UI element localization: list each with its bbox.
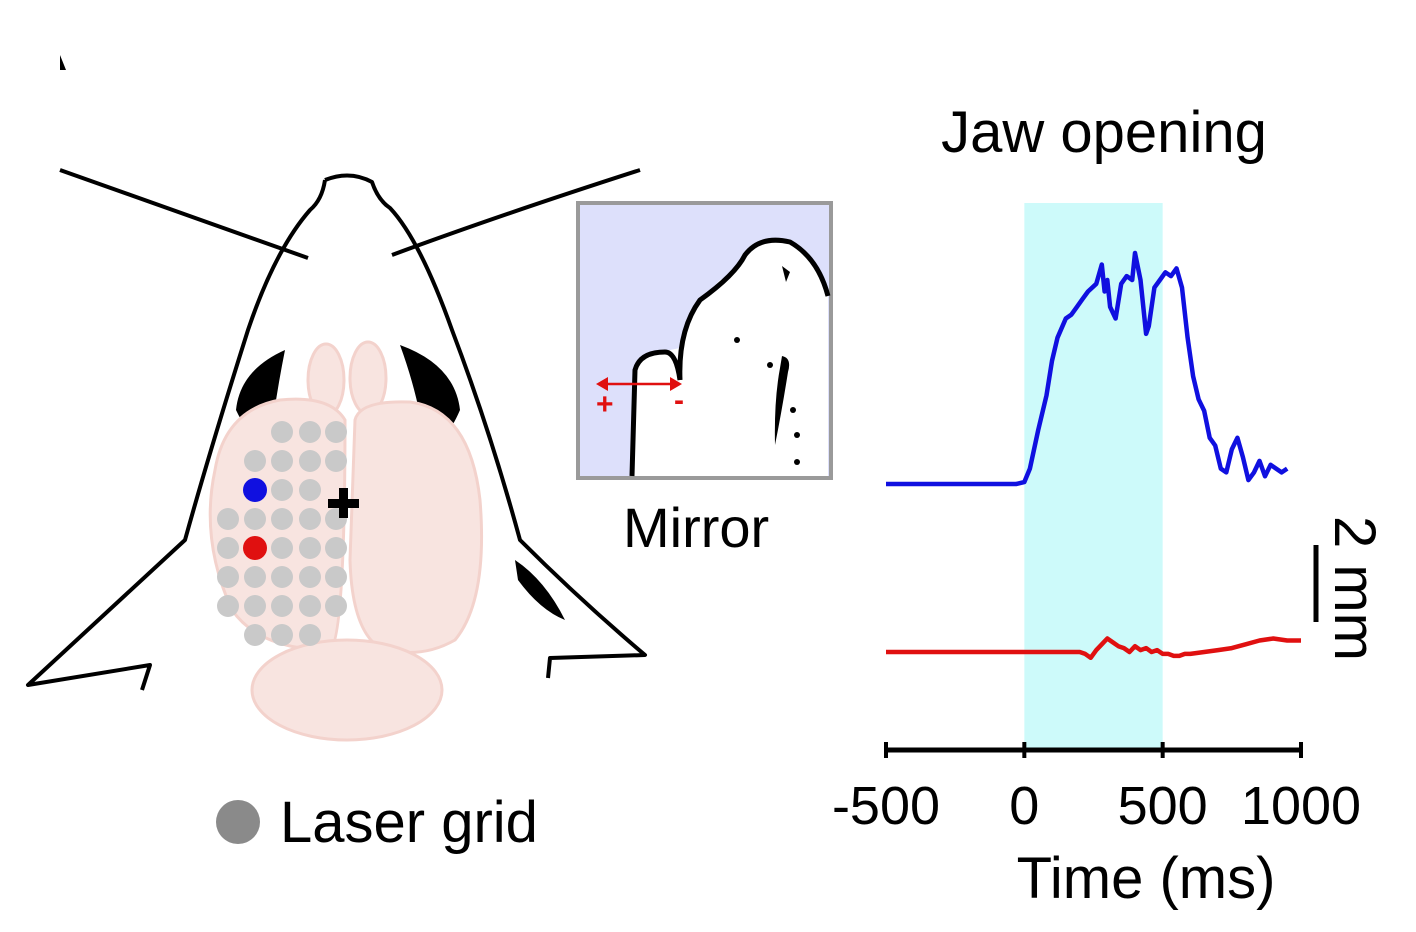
laser-grid-dot [271,479,293,501]
scale-bar-label: 2 mm [1322,516,1387,661]
laser-grid-dot [299,450,321,472]
mirror-dot-3 [790,407,796,413]
series-line-blue [886,250,1289,487]
legend-marker-icon [216,800,260,844]
mirror-detail-stroke [774,356,790,445]
right-hemisphere [348,400,484,654]
laser-grid-dot [271,595,293,617]
mirror-label: Mirror [623,496,769,559]
mirror-dot-5 [794,459,800,465]
jaw-chart: Jaw opening -500 0 500 1000 Time (ms) 2 mm [832,100,1387,911]
laser-grid-dot [271,566,293,588]
stimulus-window [1024,203,1163,750]
mouse-head-diagram [26,168,647,742]
laser-grid-dot [271,537,293,559]
laser-grid-dot [325,450,347,472]
laser-grid-dot [244,566,266,588]
x-tick-label: 1000 [1241,776,1361,836]
site-blue-marker [243,478,267,502]
laser-grid-dot [299,537,321,559]
laser-grid-dot [325,537,347,559]
whisker-right [391,168,641,257]
laser-grid-dot [271,450,293,472]
whisker-left [59,168,309,260]
laser-grid-dot [244,450,266,472]
laser-grid-dot [271,508,293,530]
cerebellum [250,638,444,742]
x-axis-ticks: -500 0 500 1000 [832,742,1361,836]
laser-grid-dot [299,508,321,530]
laser-grid-dot [325,421,347,443]
mirror-dot-2 [767,362,773,368]
shoulder-notch [515,560,565,620]
site-red-marker [243,536,267,560]
laser-grid-dot [299,479,321,501]
x-axis-label: Time (ms) [1017,846,1276,911]
x-tick-label: 0 [1009,776,1039,836]
laser-grid-dot [299,595,321,617]
laser-grid-dot [244,595,266,617]
corner-mark [60,55,66,70]
laser-grid-dot [217,566,239,588]
legend-label: Laser grid [280,790,538,855]
legend: Laser grid [216,790,538,855]
chart-title: Jaw opening [941,100,1267,165]
mirror-inset: + - Mirror [576,201,833,559]
laser-grid-dot [299,566,321,588]
series-line-red [886,636,1301,661]
laser-grid-dot [217,595,239,617]
laser-grid-dot [244,508,266,530]
series-layer [886,250,1301,661]
laser-grid-dot [217,508,239,530]
laser-grid-dot [299,624,321,646]
laser-grid-dot [271,421,293,443]
laser-grid-dot [299,421,321,443]
laser-grid-dot [325,566,347,588]
x-tick-label: 500 [1118,776,1208,836]
mirror-dot-4 [794,432,800,438]
laser-grid-dot [271,624,293,646]
mirror-plus-sign: + [596,388,614,421]
bregma-cross-icon [328,488,359,518]
laser-grid [217,421,347,646]
laser-grid-dot [244,624,266,646]
x-tick-label: -500 [832,776,940,836]
laser-grid-dot [217,537,239,559]
mirror-arrow-icon [596,377,682,391]
mirror-dot-1 [734,337,740,343]
mirror-minus-sign: - [674,384,684,417]
mirror-detail-mark [782,266,790,282]
head-outline [26,173,647,691]
mirror-profile-outline [629,237,831,477]
laser-grid-dot [325,595,347,617]
